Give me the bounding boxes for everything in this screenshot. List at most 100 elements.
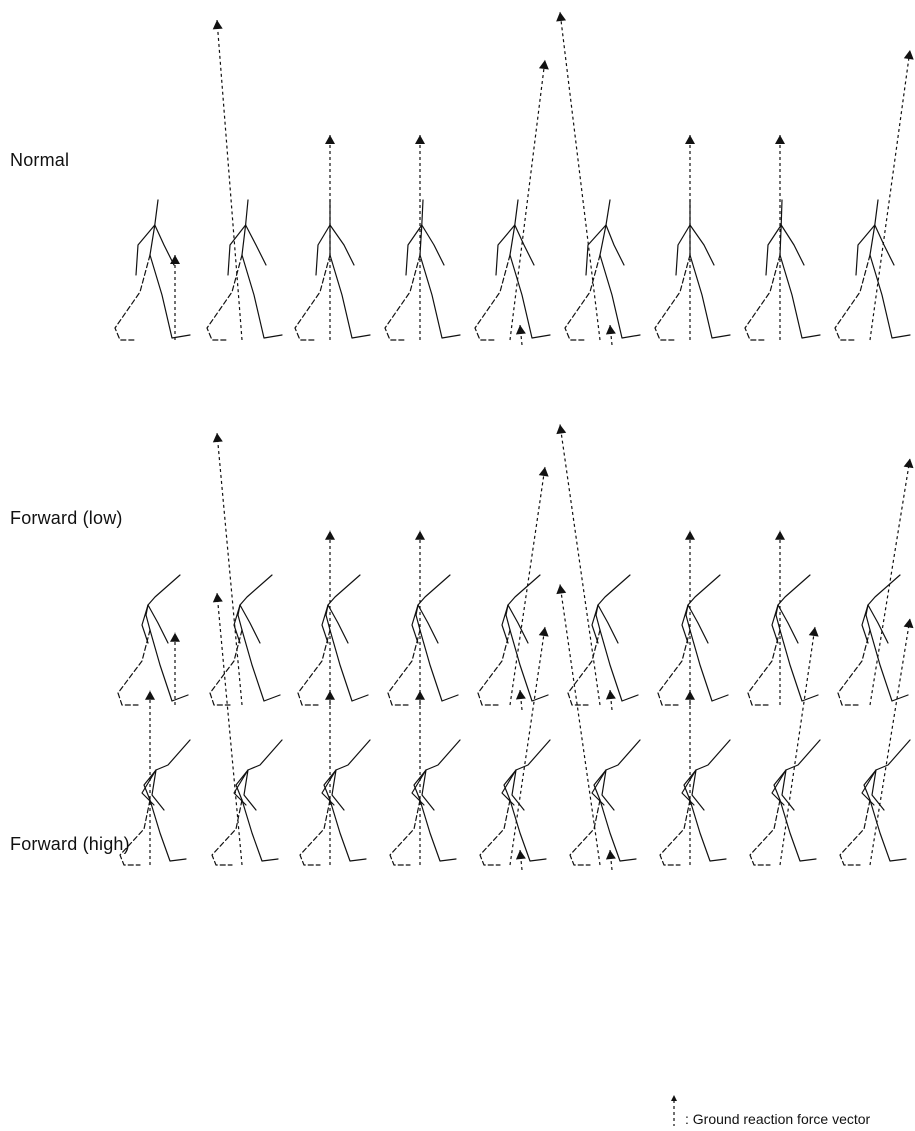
stick-figure-forward-high-6: [556, 585, 640, 871]
arm-line: [606, 225, 624, 265]
arm-line: [246, 225, 266, 265]
arm-line: [772, 770, 786, 805]
torso-line: [774, 740, 820, 800]
torso-line: [684, 740, 730, 800]
leg-line: [150, 630, 188, 701]
leg-line: [475, 255, 510, 340]
stick-figure-normal-8: [745, 135, 820, 340]
stick-figure-normal-3: [295, 135, 370, 340]
torso-line: [780, 200, 782, 255]
arm-line: [330, 225, 354, 265]
torso-line: [416, 575, 450, 630]
leg-line: [420, 630, 458, 701]
ground-reaction-force-vector: [213, 433, 242, 705]
stick-figure-normal-9: [835, 50, 914, 340]
arm-line: [142, 770, 156, 805]
leg-line: [210, 630, 242, 705]
leg-line: [510, 630, 548, 701]
leg-line: [298, 630, 330, 705]
ground-reaction-force-vector: [213, 593, 242, 865]
leg-line: [600, 800, 636, 861]
ground-reaction-force-vector: [170, 255, 180, 340]
ground-reaction-force-vector: [780, 627, 819, 865]
ground-reaction-force-vector: [606, 690, 616, 710]
stick-figure-forward-low-2: [210, 433, 280, 705]
leg-line: [510, 800, 546, 861]
ground-reaction-force-vector: [556, 12, 600, 340]
leg-line: [690, 800, 726, 861]
arm-line: [136, 225, 155, 275]
ground-reaction-force-vector: [170, 633, 180, 705]
torso-line: [506, 575, 540, 630]
ground-reaction-force-vector: [510, 60, 549, 340]
torso-line: [510, 200, 518, 255]
leg-line: [690, 630, 728, 701]
leg-line: [118, 630, 150, 705]
arm-line: [592, 770, 606, 805]
arm-line: [690, 225, 714, 265]
leg-line: [150, 255, 190, 338]
leg-line: [870, 630, 908, 701]
torso-line: [864, 740, 910, 800]
leg-line: [390, 800, 420, 865]
arm-line: [496, 225, 515, 275]
arm-line: [778, 605, 798, 643]
leg-line: [835, 255, 870, 340]
arm-line: [508, 605, 528, 643]
torso-line: [596, 575, 630, 630]
stick-figure-forward-high-2: [212, 593, 282, 865]
ground-reaction-force-vector: [516, 325, 526, 345]
leg-line: [780, 255, 820, 338]
ground-reaction-force-vector: [213, 20, 242, 340]
leg-line: [838, 630, 870, 705]
torso-line: [326, 575, 360, 630]
arm-line: [316, 225, 330, 275]
arm-line: [234, 770, 248, 805]
ground-reaction-force-vector: [415, 135, 425, 340]
leg-line: [690, 255, 730, 338]
legend-label: : Ground reaction force vector: [685, 1111, 870, 1127]
torso-line: [504, 740, 550, 800]
leg-line: [480, 800, 510, 865]
leg-line: [870, 800, 906, 861]
leg-line: [600, 255, 640, 338]
ground-reaction-force-vector: [870, 619, 913, 866]
ground-reaction-force-vector: [516, 850, 526, 870]
leg-line: [420, 800, 456, 861]
torso-line: [146, 575, 180, 630]
arm-line: [862, 770, 876, 805]
stick-figure-normal-1: [115, 200, 190, 340]
stick-figure-forward-low-1: [118, 575, 188, 705]
leg-line: [658, 630, 690, 705]
ground-reaction-force-vector: [325, 135, 335, 340]
torso-line: [324, 740, 370, 800]
arm-line: [322, 770, 336, 805]
leg-line: [242, 255, 282, 338]
dashed-arrow-icon: [662, 1094, 682, 1128]
arm-line: [422, 225, 444, 265]
ground-reaction-force-vector: [870, 50, 914, 340]
leg-line: [330, 255, 370, 338]
ground-reaction-force-vector: [556, 585, 600, 866]
arm-line: [875, 225, 894, 265]
stick-figure-normal-2: [207, 20, 282, 340]
stick-figure-forward-high-8: [750, 627, 820, 865]
stick-figure-normal-6: [556, 12, 640, 345]
torso-line: [870, 200, 878, 255]
stick-figure-forward-low-7: [658, 531, 728, 705]
arm-line: [682, 770, 696, 805]
torso-line: [414, 740, 460, 800]
arm-line: [781, 225, 804, 265]
arm-line: [148, 605, 168, 643]
arm-line: [598, 605, 618, 643]
ground-reaction-force-vector: [775, 135, 785, 340]
arm-line: [240, 605, 260, 643]
torso-line: [150, 200, 158, 255]
leg-line: [388, 630, 420, 705]
torso-line: [144, 740, 190, 800]
arm-line: [676, 225, 690, 275]
leg-line: [385, 255, 420, 340]
stick-figure-forward-high-5: [480, 627, 550, 870]
arm-line: [155, 225, 174, 265]
